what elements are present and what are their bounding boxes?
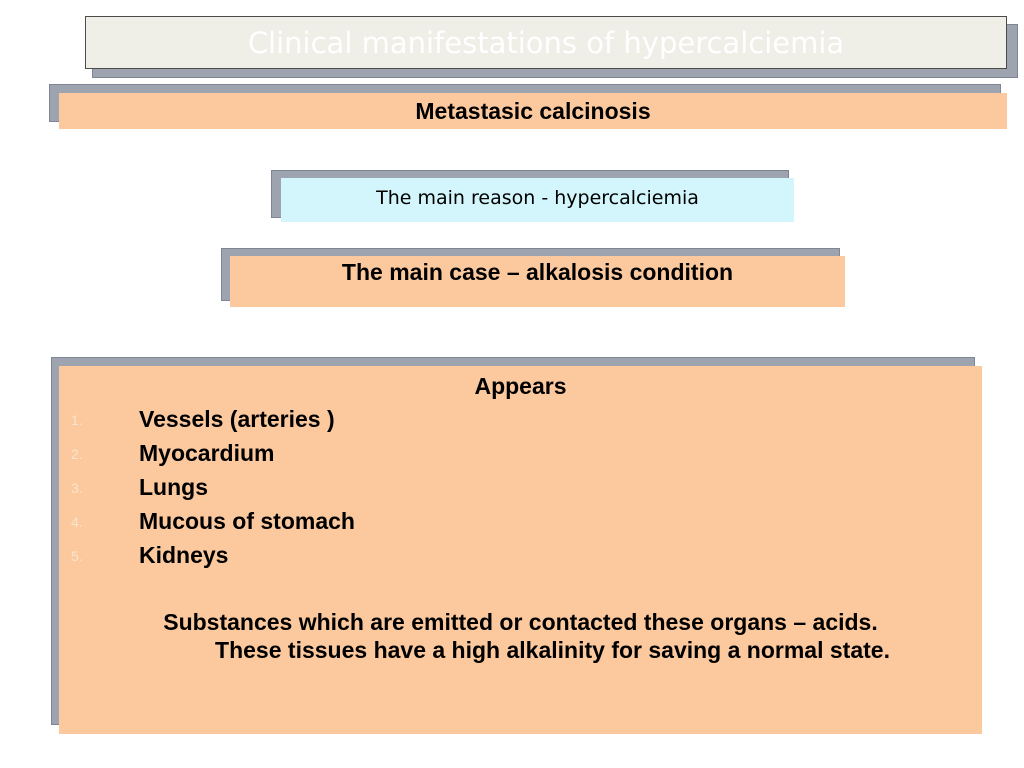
list-item: 3. Lungs [59,470,982,504]
list-item: 4. Mucous of stomach [59,504,982,538]
list-text: Mucous of stomach [139,508,355,534]
list-item: 5. Kidneys [59,538,982,572]
list-number: 4. [71,514,83,530]
organ-list: 1. Vessels (arteries ) 2. Myocardium 3. … [59,402,982,572]
main-reason-box: The main reason - hypercalciemia [281,178,794,222]
slide-title: Clinical manifestations of hypercalciemi… [85,16,1007,69]
appears-heading: Appears [474,373,567,399]
list-number: 2. [71,446,83,462]
list-text: Kidneys [139,542,229,568]
summary-line-1: Substances which are emitted or contacte… [163,609,878,635]
list-number: 5. [71,548,83,564]
list-item: 1. Vessels (arteries ) [59,402,982,436]
list-number: 1. [71,412,83,428]
slide-subtitle: Metastasic calcinosis [59,93,1007,129]
appears-box: Appears 1. Vessels (arteries ) 2. Myocar… [59,366,982,734]
main-case-box: The main case – alkalosis condition [230,256,845,307]
list-text: Lungs [139,474,208,500]
summary-paragraph: Substances which are emitted or contacte… [69,608,972,664]
list-item: 2. Myocardium [59,436,982,470]
list-text: Vessels (arteries ) [139,406,335,432]
summary-line-2: These tissues have a high alkalinity for… [215,637,890,663]
list-text: Myocardium [139,440,275,466]
list-number: 3. [71,480,83,496]
